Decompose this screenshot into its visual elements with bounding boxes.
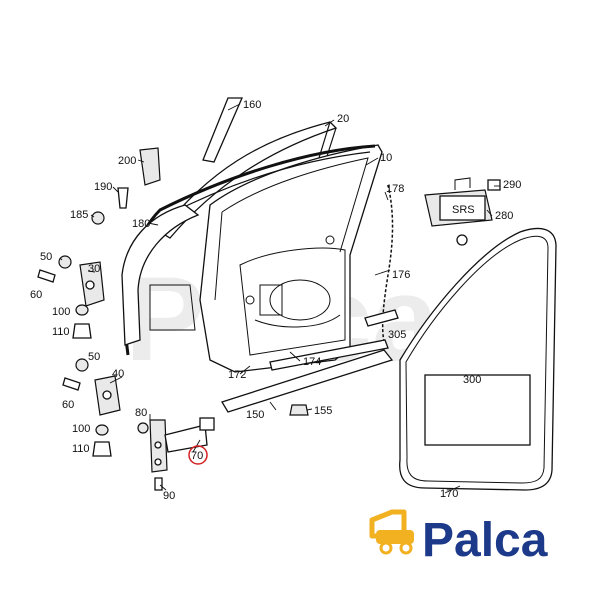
nut-110-lower <box>92 441 112 457</box>
hinge-30 <box>79 261 105 307</box>
highlight-circle-70 <box>188 445 208 465</box>
callout-110-lower: 110 <box>72 443 90 455</box>
logo-text: Palca <box>422 514 548 567</box>
nut-100-upper <box>75 304 89 316</box>
callout-174: 174 <box>303 356 321 368</box>
callout-60-upper: 60 <box>30 289 42 301</box>
callout-40: 40 <box>112 368 124 380</box>
callout-305: 305 <box>388 329 406 341</box>
callout-280: 280 <box>495 210 513 222</box>
palca-logo: Palca <box>369 509 548 567</box>
bolt-80 <box>137 422 149 434</box>
callout-150: 150 <box>246 409 264 421</box>
callout-300: 300 <box>463 374 481 386</box>
cable-176 <box>381 184 394 346</box>
callout-160: 160 <box>243 99 261 111</box>
trim-150 <box>221 349 394 413</box>
grommet-185 <box>91 211 105 225</box>
callout-110-upper: 110 <box>52 326 70 338</box>
callout-100-lower: 100 <box>72 423 90 435</box>
callout-178: 178 <box>386 183 404 195</box>
callout-30: 30 <box>88 263 100 275</box>
part-305 <box>364 309 399 327</box>
bolt-50-upper <box>58 255 72 269</box>
callout-185: 185 <box>70 209 88 221</box>
hinge-40 <box>94 375 121 416</box>
callout-155: 155 <box>314 405 332 417</box>
callout-70: 70 <box>191 450 203 462</box>
callout-200: 200 <box>118 155 136 167</box>
door-shell-10 <box>199 144 383 373</box>
bolt-90 <box>154 477 163 491</box>
callout-290: 290 <box>503 179 521 191</box>
srs-label: SRS <box>452 204 475 216</box>
nut-100-lower <box>95 424 109 436</box>
callout-176: 176 <box>392 269 410 281</box>
callout-50-upper: 50 <box>40 251 52 263</box>
bracket-200 <box>139 147 161 186</box>
callout-190: 190 <box>94 181 112 193</box>
callout-labels: 160 20 10 200 190 185 180 178 290 280 50… <box>30 99 521 502</box>
body-pillar <box>121 204 200 346</box>
leader-lines <box>59 103 500 494</box>
callout-170: 170 <box>440 488 458 500</box>
callout-60-lower: 60 <box>62 399 74 411</box>
callout-50-lower: 50 <box>88 351 100 363</box>
bolt-60-upper <box>37 269 56 283</box>
callout-20: 20 <box>337 113 349 125</box>
callout-180: 180 <box>132 218 150 230</box>
truck-icon <box>369 509 414 555</box>
callout-100-upper: 100 <box>52 306 70 318</box>
bolt-50-lower <box>75 358 89 372</box>
trim-174 <box>269 339 389 371</box>
door-check-70 <box>149 417 215 473</box>
callout-80: 80 <box>135 407 147 419</box>
label-sheet-300 <box>424 374 531 446</box>
clip-190 <box>117 187 129 209</box>
callout-10: 10 <box>380 152 392 164</box>
nut-110-upper <box>72 323 92 339</box>
callout-90: 90 <box>163 490 175 502</box>
bolt-60-lower <box>62 377 81 391</box>
srs-module-280: SRS <box>424 177 501 246</box>
grommet-155 <box>289 404 309 416</box>
window-channel-160 <box>202 97 243 163</box>
callout-172: 172 <box>228 369 246 381</box>
